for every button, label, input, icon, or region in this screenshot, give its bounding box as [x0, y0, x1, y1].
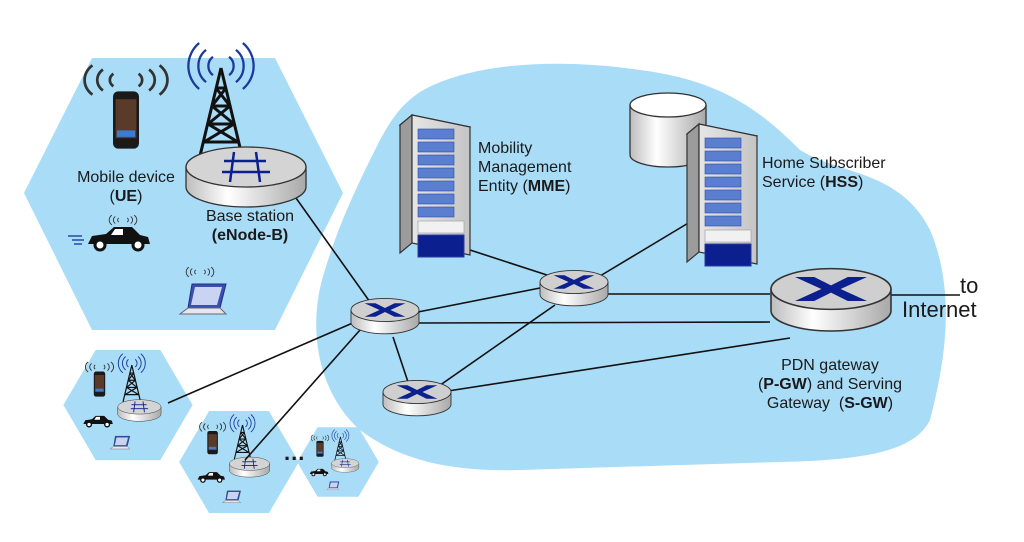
hss-label: Home Subscriber Service (HSS)	[762, 155, 886, 191]
link-enodeb-router-a	[295, 197, 371, 303]
large-cell-region	[24, 58, 343, 330]
small-cell-2	[179, 411, 299, 513]
links	[167, 197, 960, 461]
mme-server-icon	[399, 114, 471, 258]
core-network-region	[316, 63, 946, 471]
link-cell2-router-a	[244, 329, 361, 461]
router-a-icon	[350, 297, 420, 335]
mme-label: Mobility Management Entity (MME)	[478, 140, 572, 195]
small-cell-3	[297, 427, 379, 497]
router-b-icon	[539, 269, 609, 307]
router-c-icon	[382, 379, 452, 417]
internet-label: to Internet	[902, 273, 979, 322]
car-icon	[68, 214, 152, 252]
link-router-a-router-c	[392, 336, 409, 383]
pgw-label: PDN gateway (P-GW) and Serving Gateway (…	[757, 357, 903, 412]
ue-label: Mobile device (UE)	[77, 169, 175, 205]
small-cell-1	[63, 350, 192, 460]
pgw-router-icon	[770, 267, 892, 332]
link-router-a-router-b	[417, 287, 541, 313]
link-cell1-router-a	[167, 321, 356, 404]
link-router-b-mme	[469, 249, 551, 277]
link-router-c-pgw	[447, 337, 791, 392]
hss-server-icon	[686, 123, 758, 267]
link-router-a-pgw	[417, 321, 771, 324]
link-router-b-router-c	[435, 304, 556, 389]
enodeb-label: Base station (eNode-B)	[205, 208, 295, 244]
link-router-b-hss	[599, 221, 691, 277]
more-cells-ellipsis: ...	[284, 440, 306, 465]
